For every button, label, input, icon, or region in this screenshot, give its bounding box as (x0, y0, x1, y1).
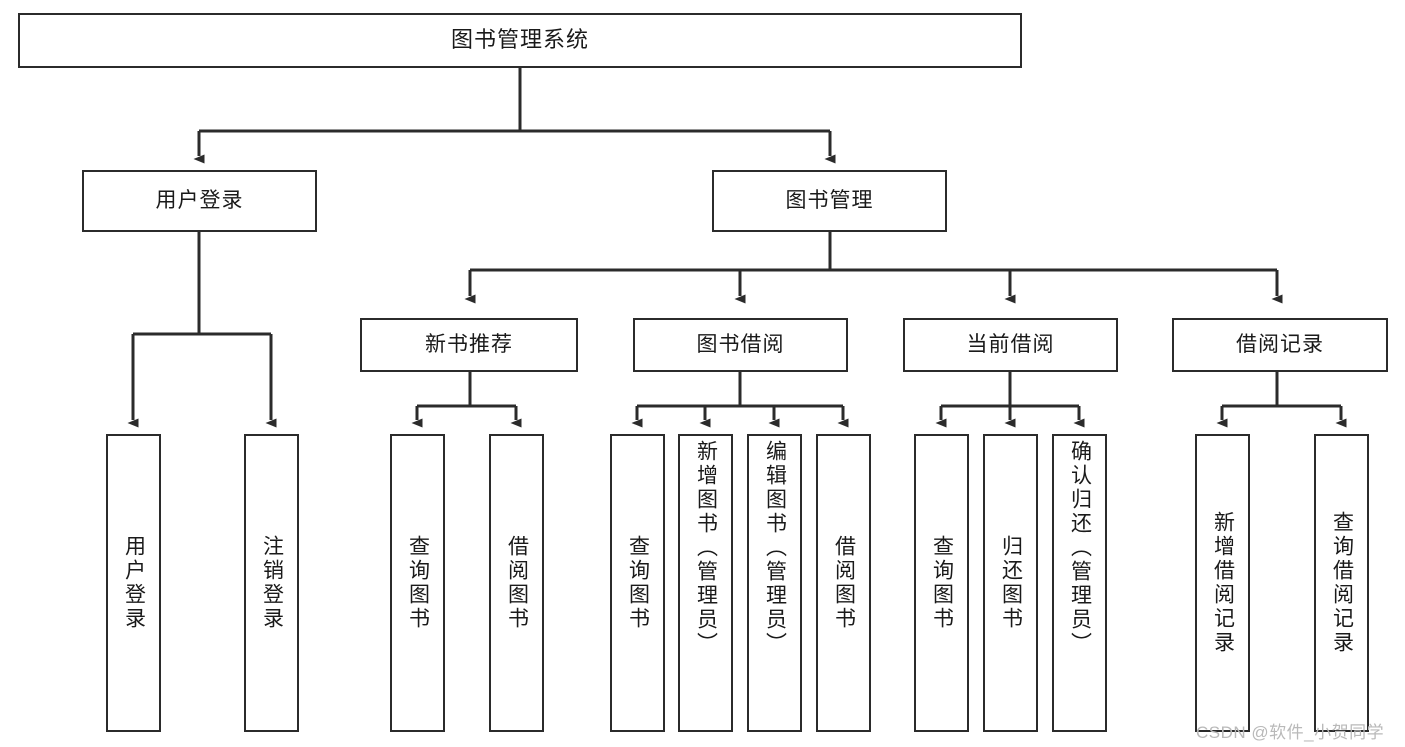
leaf-return-book[interactable]: 归还图书 (983, 434, 1038, 732)
csdn-watermark: CSDN @软件_小贺同学 (1196, 723, 1385, 742)
leaf-query-book-current[interactable]: 查询图书 (914, 434, 969, 732)
node-current-borrow[interactable]: 当前借阅 (903, 318, 1118, 372)
node-root-system[interactable]: 图书管理系统 (18, 13, 1022, 68)
leaf-confirm-return-admin[interactable]: 确认归还（管理员） (1052, 434, 1107, 732)
leaf-query-book-borrow[interactable]: 查询图书 (610, 434, 665, 732)
leaf-edit-book-admin[interactable]: 编辑图书（管理员） (747, 434, 802, 732)
leaf-query-book-recommend[interactable]: 查询图书 (390, 434, 445, 732)
leaf-logout[interactable]: 注销登录 (244, 434, 299, 732)
leaf-borrow-book-recommend[interactable]: 借阅图书 (489, 434, 544, 732)
leaf-add-book-admin[interactable]: 新增图书（管理员） (678, 434, 733, 732)
leaf-user-login[interactable]: 用户登录 (106, 434, 161, 732)
node-new-book-recommend[interactable]: 新书推荐 (360, 318, 578, 372)
leaf-borrow-book[interactable]: 借阅图书 (816, 434, 871, 732)
node-user-login[interactable]: 用户登录 (82, 170, 317, 232)
leaf-query-borrow-record[interactable]: 查询借阅记录 (1314, 434, 1369, 732)
node-book-management[interactable]: 图书管理 (712, 170, 947, 232)
leaf-add-borrow-record[interactable]: 新增借阅记录 (1195, 434, 1250, 732)
node-book-borrow[interactable]: 图书借阅 (633, 318, 848, 372)
node-borrow-record[interactable]: 借阅记录 (1172, 318, 1388, 372)
